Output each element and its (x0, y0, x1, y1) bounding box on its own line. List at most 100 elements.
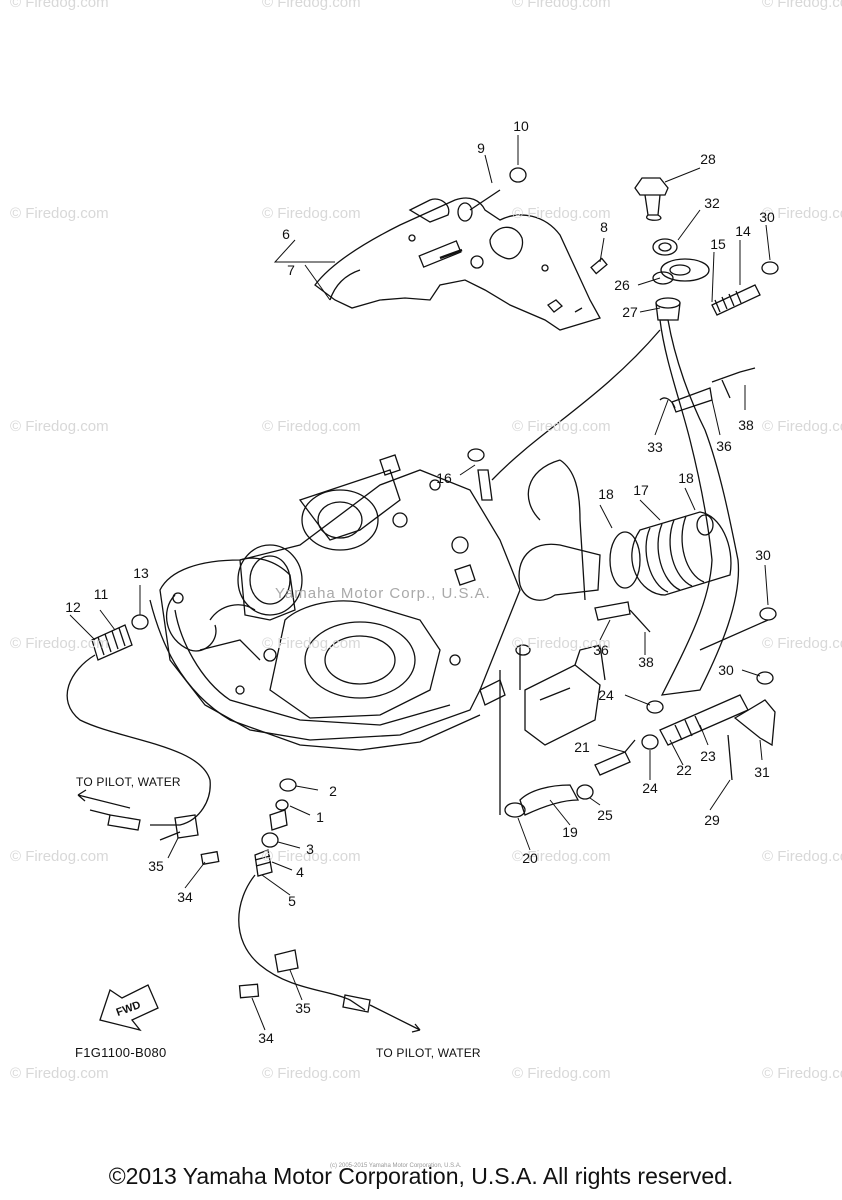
watermark-23: © Firedog.com (512, 1065, 611, 1082)
clamp-16 (467, 448, 485, 462)
callout-1: 1 (316, 809, 324, 825)
callout-20: 20 (522, 850, 538, 866)
callout-9: 9 (477, 140, 485, 156)
callout-10: 10 (513, 118, 529, 134)
callout-28: 28 (700, 151, 716, 167)
watermark-9: © Firedog.com (10, 418, 109, 435)
callout-34-left: 34 (177, 889, 193, 905)
callout-15: 15 (710, 236, 726, 252)
cable-loop-left (166, 592, 217, 652)
watermark-20: © Firedog.com (762, 848, 842, 865)
hose-19 (519, 784, 580, 816)
callout-27: 27 (622, 304, 638, 320)
callout-24-bottom: 24 (642, 780, 658, 796)
callout-13: 13 (133, 565, 149, 581)
clamp-30-top (761, 261, 779, 275)
callout-35-left: 35 (148, 858, 164, 874)
strip-29 (727, 734, 733, 781)
clip-34-left (200, 850, 220, 866)
filler-neck-27 (655, 297, 681, 321)
bracket-31 (733, 699, 776, 747)
water-hose-left (66, 654, 211, 826)
clamp-25 (576, 784, 594, 800)
ribs-17 (645, 515, 705, 593)
arrow-left (77, 789, 131, 809)
callout-6: 6 (282, 226, 290, 242)
note-to-pilot-water-bottom: TO PILOT, WATER (376, 1046, 481, 1060)
exhaust-cover (314, 197, 601, 331)
watermark-14: © Firedog.com (262, 635, 361, 652)
watermark-24: © Firedog.com (762, 1065, 842, 1082)
clamp-24b (641, 734, 659, 750)
connector-hose (527, 459, 586, 601)
fwd-arrow (99, 984, 159, 1032)
watermark-1: © Firedog.com (10, 0, 109, 11)
callout-35-bottom: 35 (295, 1000, 311, 1016)
callout-30-mid: 30 (755, 547, 771, 563)
callout-26: 26 (614, 277, 630, 293)
callout-8: 8 (600, 219, 608, 235)
callout-2: 2 (329, 783, 337, 799)
clamp-30-mid (699, 607, 777, 651)
watermark-12: © Firedog.com (762, 418, 842, 435)
watermark-4: © Firedog.com (762, 0, 842, 11)
callout-22: 22 (676, 762, 692, 778)
clamp-20 (504, 802, 526, 818)
callout-5: 5 (288, 893, 296, 909)
callout-30-top: 30 (759, 209, 775, 225)
electrical-box (524, 644, 606, 746)
watermark-19: © Firedog.com (512, 848, 611, 865)
callout-21: 21 (574, 739, 590, 755)
fitting-20-top (515, 644, 531, 656)
filler-hose (659, 319, 740, 696)
callout-32: 32 (704, 195, 720, 211)
callout-34-bottom: 34 (258, 1030, 274, 1046)
water-hose-bottom (238, 874, 366, 1011)
clamp-18a (609, 531, 641, 589)
line-to-box (499, 645, 521, 815)
callout-24-top: 24 (598, 687, 614, 703)
cap-10 (509, 167, 527, 183)
note-to-pilot-water-left: TO PILOT, WATER (76, 775, 181, 789)
hose-mid (518, 543, 601, 601)
clip-34-bottom (238, 983, 260, 999)
watermark-7: © Firedog.com (512, 205, 611, 222)
clamp-35-bottom (274, 949, 299, 973)
copyright-footer: ©2013 Yamaha Motor Corporation, U.S.A. A… (108, 1163, 734, 1189)
watermark-6: © Firedog.com (262, 205, 361, 222)
callout-33: 33 (647, 439, 663, 455)
hose-18-17 (631, 511, 732, 596)
callout-3: 3 (306, 841, 314, 857)
callout-4: 4 (296, 864, 304, 880)
fine-print: (c) 2005-2015 Yamaha Motor Corporation, … (330, 1163, 462, 1169)
hose-16 (477, 329, 661, 501)
nut-32 (652, 238, 678, 256)
callout-36-mid: 36 (593, 642, 609, 658)
fitting-21 (594, 739, 636, 776)
watermark-18: © Firedog.com (262, 848, 361, 865)
callout-30-low: 30 (718, 662, 734, 678)
watermark-17: © Firedog.com (10, 848, 109, 865)
clamp-18b (696, 514, 714, 536)
callout-31: 31 (754, 764, 770, 780)
watermark-2: © Firedog.com (262, 0, 361, 11)
watermark-15: © Firedog.com (512, 635, 611, 652)
center-watermark: Yamaha Motor Corp., U.S.A. (275, 585, 491, 602)
callout-16: 16 (436, 470, 452, 486)
watermark-5: © Firedog.com (10, 205, 109, 222)
callout-12: 12 (65, 599, 81, 615)
watermark-13: © Firedog.com (10, 635, 109, 652)
callout-36-top: 36 (716, 438, 732, 454)
watermark-3: © Firedog.com (512, 0, 611, 11)
fitting-left (89, 809, 141, 831)
callout-17: 17 (633, 482, 649, 498)
callout-25: 25 (597, 807, 613, 823)
callout-38-top: 38 (738, 417, 754, 433)
callout-23: 23 (700, 748, 716, 764)
callout-18-left: 18 (598, 486, 614, 502)
gasket-26 (652, 258, 710, 285)
fittings-1-5 (254, 778, 297, 877)
callout-11: 11 (93, 586, 109, 602)
watermark-11: © Firedog.com (512, 418, 611, 435)
